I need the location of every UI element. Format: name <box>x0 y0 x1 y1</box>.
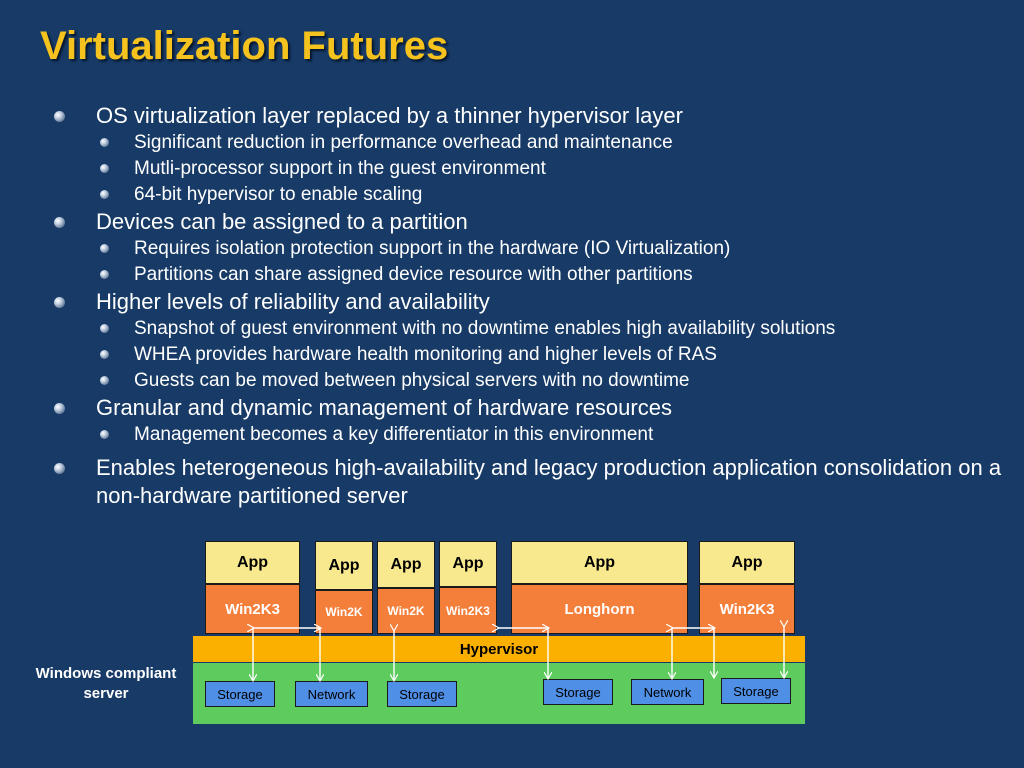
bullet-item: Enables heterogeneous high-availability … <box>54 454 1014 510</box>
bullet-icon <box>54 297 65 308</box>
sub-bullet-item: Guests can be moved between physical ser… <box>54 368 1014 394</box>
sub-bullet-item: Management becomes a key differentiator … <box>54 422 1014 448</box>
storage-device: Storage <box>387 681 457 707</box>
bullet-list: OS virtualization layer replaced by a th… <box>54 102 1014 510</box>
sub-bullet-icon <box>100 164 109 173</box>
partition-app: App <box>315 541 373 590</box>
sub-bullet-item: Snapshot of guest environment with no do… <box>54 316 1014 342</box>
sub-bullet-icon <box>100 376 109 385</box>
slide-title: Virtualization Futures <box>40 24 449 68</box>
sub-bullet-icon <box>100 138 109 147</box>
sub-bullet-item: Significant reduction in performance ove… <box>54 130 1014 156</box>
server-label: Windows compliant server <box>35 665 177 702</box>
bullet-item: Granular and dynamic management of hardw… <box>54 394 1014 422</box>
sub-bullet-item: WHEA provides hardware health monitoring… <box>54 342 1014 368</box>
partition-app: App <box>377 541 435 588</box>
sub-bullet-icon <box>100 324 109 333</box>
network-device: Network <box>295 681 368 707</box>
partition-os: Win2K3 <box>439 587 497 634</box>
sub-bullet-icon <box>100 350 109 359</box>
sub-bullet-item: 64-bit hypervisor to enable scaling <box>54 182 1014 208</box>
partition-app: App <box>699 541 795 584</box>
bullet-item: Higher levels of reliability and availab… <box>54 288 1014 316</box>
partition-app: App <box>205 541 300 584</box>
storage-device: Storage <box>543 679 613 705</box>
partition-app: App <box>511 541 688 584</box>
sub-bullet-icon <box>100 270 109 279</box>
storage-device: Storage <box>721 678 791 704</box>
storage-device: Storage <box>205 681 275 707</box>
partition-os: Win2K <box>315 590 373 634</box>
sub-bullet-icon <box>100 244 109 253</box>
bullet-item: OS virtualization layer replaced by a th… <box>54 102 1014 130</box>
bullet-icon <box>54 111 65 122</box>
sub-bullet-item: Mutli-processor support in the guest env… <box>54 156 1014 182</box>
partition-app: App <box>439 541 497 587</box>
sub-bullet-icon <box>100 430 109 439</box>
bullet-item: Devices can be assigned to a partition <box>54 208 1014 236</box>
bullet-icon <box>54 217 65 228</box>
sub-bullet-item: Partitions can share assigned device res… <box>54 262 1014 288</box>
sub-bullet-item: Requires isolation protection support in… <box>54 236 1014 262</box>
bullet-icon <box>54 463 65 474</box>
hypervisor-layer: Hypervisor <box>193 636 805 662</box>
partition-os: Win2K <box>377 588 435 634</box>
network-device: Network <box>631 679 704 705</box>
sub-bullet-icon <box>100 190 109 199</box>
bullet-icon <box>54 403 65 414</box>
